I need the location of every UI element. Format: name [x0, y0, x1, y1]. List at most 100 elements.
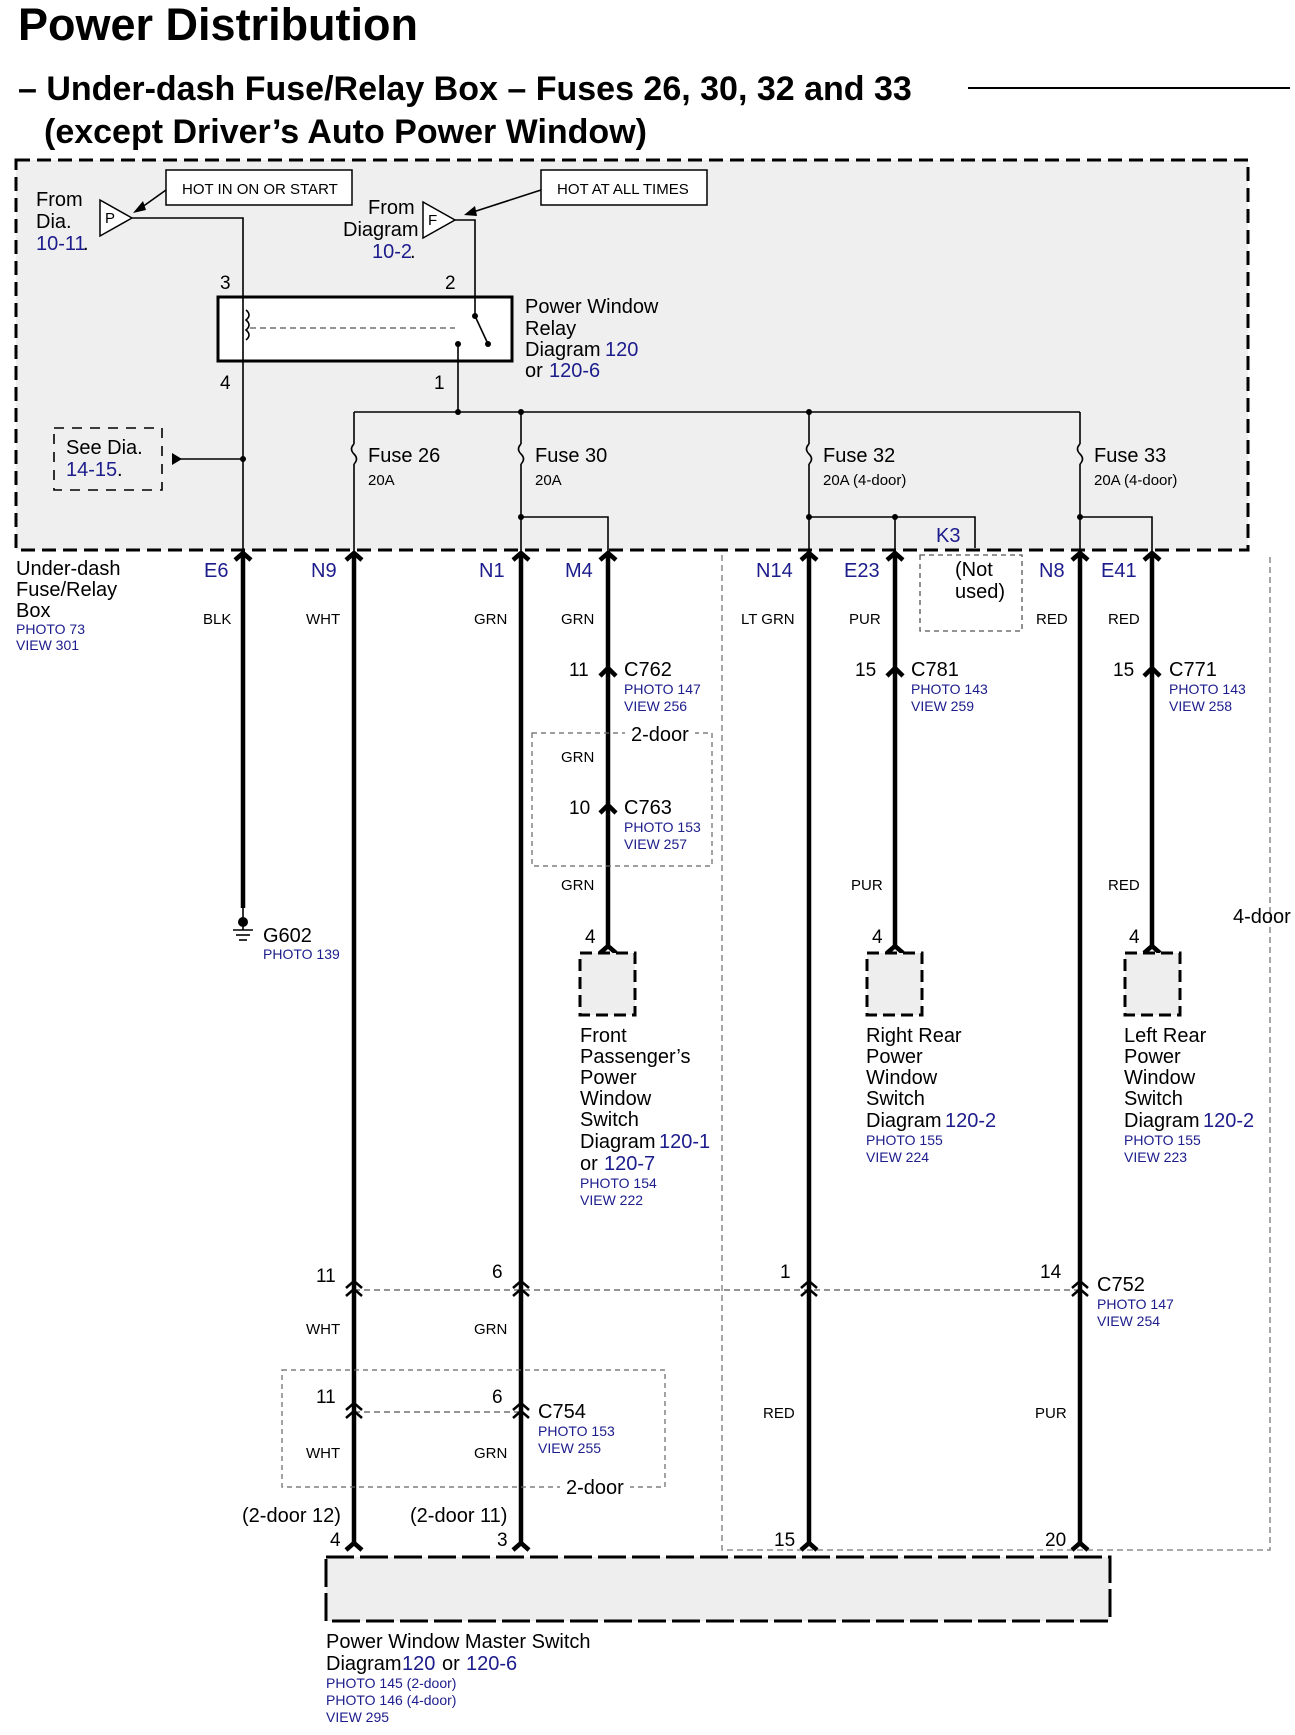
- fp-switch-pin: 4: [585, 927, 596, 948]
- c752-pin-n14: 1: [780, 1262, 791, 1283]
- master-connector-a: [344, 1540, 364, 1552]
- color-m4: GRN: [561, 611, 594, 628]
- left-rear-power-window-switch: [1123, 951, 1182, 1017]
- fuse32-junction-e23: [892, 514, 898, 520]
- color-n14: LT GRN: [741, 611, 795, 628]
- rr-switch-connector: [885, 943, 905, 955]
- color-e23-low: PUR: [851, 877, 883, 894]
- power-window-relay: [216, 295, 514, 363]
- hot-run-label: HOT IN ON OR START: [182, 181, 338, 198]
- lr-switch-diag1[interactable]: 120-2: [1203, 1110, 1254, 1132]
- master-pin-b: 3: [497, 1530, 508, 1551]
- from-f-triangle: [422, 200, 457, 240]
- relay-diag1[interactable]: 120: [605, 339, 638, 361]
- from-p-ref[interactable]: 10-11: [36, 233, 86, 255]
- from-f-letter: F: [428, 212, 437, 229]
- fuse33-junction: [1077, 514, 1083, 520]
- g602-photo: PHOTO 139: [263, 946, 340, 962]
- c762-view: VIEW 256: [624, 698, 687, 714]
- page-subtitle-line2: (except Driver’s Auto Power Window): [44, 113, 647, 151]
- m4-connector: [598, 550, 618, 562]
- c752-pin-n8: 14: [1040, 1262, 1062, 1283]
- relay-name2: Relay: [525, 318, 576, 340]
- lr-switch-l2: Power: [1124, 1046, 1181, 1068]
- master-diag2[interactable]: 120-6: [466, 1653, 517, 1675]
- relay-contact-dot-a: [472, 313, 478, 319]
- from-p-dia: Dia.: [36, 211, 72, 233]
- relay-pin1: 1: [434, 373, 445, 394]
- wire-from-p: [132, 217, 244, 290]
- fuse32-symbol: [805, 443, 813, 465]
- fuse-30: Fuse 30 20A: [517, 412, 609, 555]
- two-door-label-a: 2-door: [631, 724, 689, 746]
- fuse-33: Fuse 33 20A (4-door): [1076, 412, 1177, 555]
- see-dia-box: [53, 427, 163, 491]
- n1-connector: [511, 550, 531, 562]
- fp-switch-view: VIEW 222: [580, 1192, 643, 1208]
- c762-photo: PHOTO 147: [624, 681, 701, 697]
- fp-switch-l5: Switch: [580, 1109, 639, 1131]
- e6-connector: [233, 550, 253, 562]
- relay-diag2[interactable]: 120-6: [549, 360, 600, 382]
- c752-pin-n1: 6: [492, 1262, 503, 1283]
- c752-name: C752: [1097, 1274, 1145, 1296]
- master-pin-c: 15: [774, 1530, 795, 1551]
- not-used-line1: (Not: [955, 559, 993, 581]
- master-connector-b: [511, 1540, 531, 1552]
- lr-switch-diag-prefix: Diagram: [1124, 1110, 1200, 1132]
- master-diag1[interactable]: 120: [402, 1653, 435, 1675]
- rr-switch-l1: Right Rear: [866, 1025, 962, 1047]
- c754-grn: GRN: [474, 1445, 507, 1462]
- fuse-32: Fuse 32 20A (4-door): [805, 412, 976, 555]
- master-photo1: PHOTO 145 (2-door): [326, 1675, 456, 1691]
- not-used-box: [919, 554, 1023, 632]
- c752-connector-n14: [800, 1279, 818, 1297]
- see-dia-arrow: [172, 453, 182, 465]
- fuse33-rating: 20A (4-door): [1094, 472, 1177, 489]
- c752-pin-n9: 11: [316, 1266, 336, 1287]
- g602-name: G602: [263, 925, 312, 947]
- master-pin-a: 4: [330, 1530, 341, 1551]
- fp-switch-diag2[interactable]: 120-7: [604, 1153, 655, 1175]
- fuse32-branch: [809, 516, 976, 548]
- master-connector-c: [799, 1540, 819, 1552]
- master-connector-d: [1070, 1540, 1090, 1552]
- color-n14-low: RED: [763, 1405, 795, 1422]
- c771-photo: PHOTO 143: [1169, 681, 1246, 697]
- c763-view: VIEW 257: [624, 836, 687, 852]
- master-name: Power Window Master Switch: [326, 1631, 591, 1653]
- fp-switch-diag1[interactable]: 120-1: [659, 1131, 710, 1153]
- c752-connector-n8: [1071, 1279, 1089, 1297]
- color-n1-mid: GRN: [474, 1321, 507, 1338]
- power-window-master-switch: [324, 1555, 1112, 1623]
- master-pin-b-note: (2-door 11): [410, 1505, 507, 1527]
- c763-photo: PHOTO 153: [624, 819, 701, 835]
- fp-switch-connector: [598, 943, 618, 955]
- see-dia-junction: [240, 456, 246, 462]
- master-photo2: PHOTO 146 (4-door): [326, 1692, 456, 1708]
- see-dia-ref[interactable]: 14-15: [66, 459, 117, 481]
- relay-contact-arm: [474, 315, 489, 345]
- fuse30-junction: [518, 514, 524, 520]
- hot-all-leader: [469, 189, 542, 214]
- c781-connector: [885, 664, 905, 678]
- from-f-ref[interactable]: 10-2: [372, 241, 412, 263]
- terminal-n8: N8: [1039, 560, 1065, 582]
- color-e6: BLK: [203, 611, 231, 628]
- from-f-from: From: [368, 197, 415, 219]
- color-m4-mid: GRN: [561, 749, 594, 766]
- terminal-m4: M4: [565, 560, 593, 582]
- page-title: Power Distribution: [18, 0, 418, 50]
- rr-switch-l2: Power: [866, 1046, 923, 1068]
- rr-switch-diag1[interactable]: 120-2: [945, 1110, 996, 1132]
- wire-from-f: [455, 219, 476, 290]
- relay-contact-dot-c: [485, 341, 491, 347]
- c754-view: VIEW 255: [538, 1440, 601, 1456]
- color-n8: RED: [1036, 611, 1068, 628]
- hot-all-arrowhead: [464, 206, 477, 216]
- terminal-e41: E41: [1101, 560, 1137, 582]
- hot-all-box: [540, 169, 708, 206]
- relay-pin3: 3: [220, 273, 231, 294]
- rr-switch-pin: 4: [872, 927, 883, 948]
